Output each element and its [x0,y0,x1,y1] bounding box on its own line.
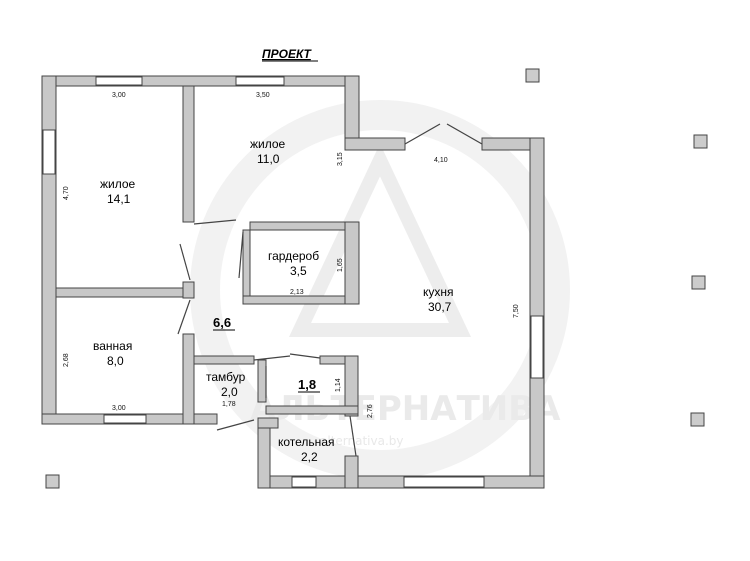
dim-living1-side: 4,70 [63,186,70,200]
dim-living2-side: 3,15 [337,152,344,166]
room-area-hall: 6,6 [213,315,231,330]
dim-boiler-side: 2,76 [367,404,374,418]
marker-square [45,474,60,489]
dim-wardrobe-bottom: 2,13 [290,289,304,296]
room-area-boiler: 2,2 [301,450,318,464]
room-area-kitchen: 30,7 [428,300,452,314]
dim-wardrobe-side: 1,65 [337,258,344,272]
room-name-boiler: котельная [278,435,334,449]
room-area-wardrobe: 3,5 [290,264,307,278]
marker-square [693,134,708,149]
room-name-bathroom: ванная [93,339,132,353]
room-area-vestibule: 2,0 [221,385,238,399]
walls [41,75,545,489]
dim-kitchen-side: 7,50 [513,304,520,318]
dim-bath-side: 2,68 [63,353,70,367]
dim-kitchen-top: 4,10 [434,157,448,164]
room-name-living1: жилое [100,177,136,191]
dim-living2-top: 3,50 [256,92,270,99]
dim-small-side: 1,14 [335,378,342,392]
dim-bath-bottom: 3,00 [112,405,126,412]
marker-square [525,68,540,83]
watermark-url: alternativa.by [320,434,403,448]
dim-vestibule-bottom: 1,78 [222,401,236,408]
room-area-small: 1,8 [298,377,316,392]
plan-title: ПРОЕКТ [262,47,312,61]
windows [42,76,544,488]
dim-living1-top: 3,00 [112,92,126,99]
room-name-vestibule: тамбур [206,370,246,384]
marker-square [690,412,705,427]
room-name-kitchen: кухня [423,285,454,299]
room-name-living2: жилое [250,137,286,151]
room-area-living1: 14,1 [107,192,131,206]
room-area-bathroom: 8,0 [107,354,124,368]
watermark: АЛЬТЕРНАТИВА alternativa.by [190,100,570,480]
marker-square [691,275,706,290]
room-area-living2: 11,0 [257,152,280,166]
room-name-wardrobe: гардероб [268,249,319,263]
doors [177,123,483,457]
